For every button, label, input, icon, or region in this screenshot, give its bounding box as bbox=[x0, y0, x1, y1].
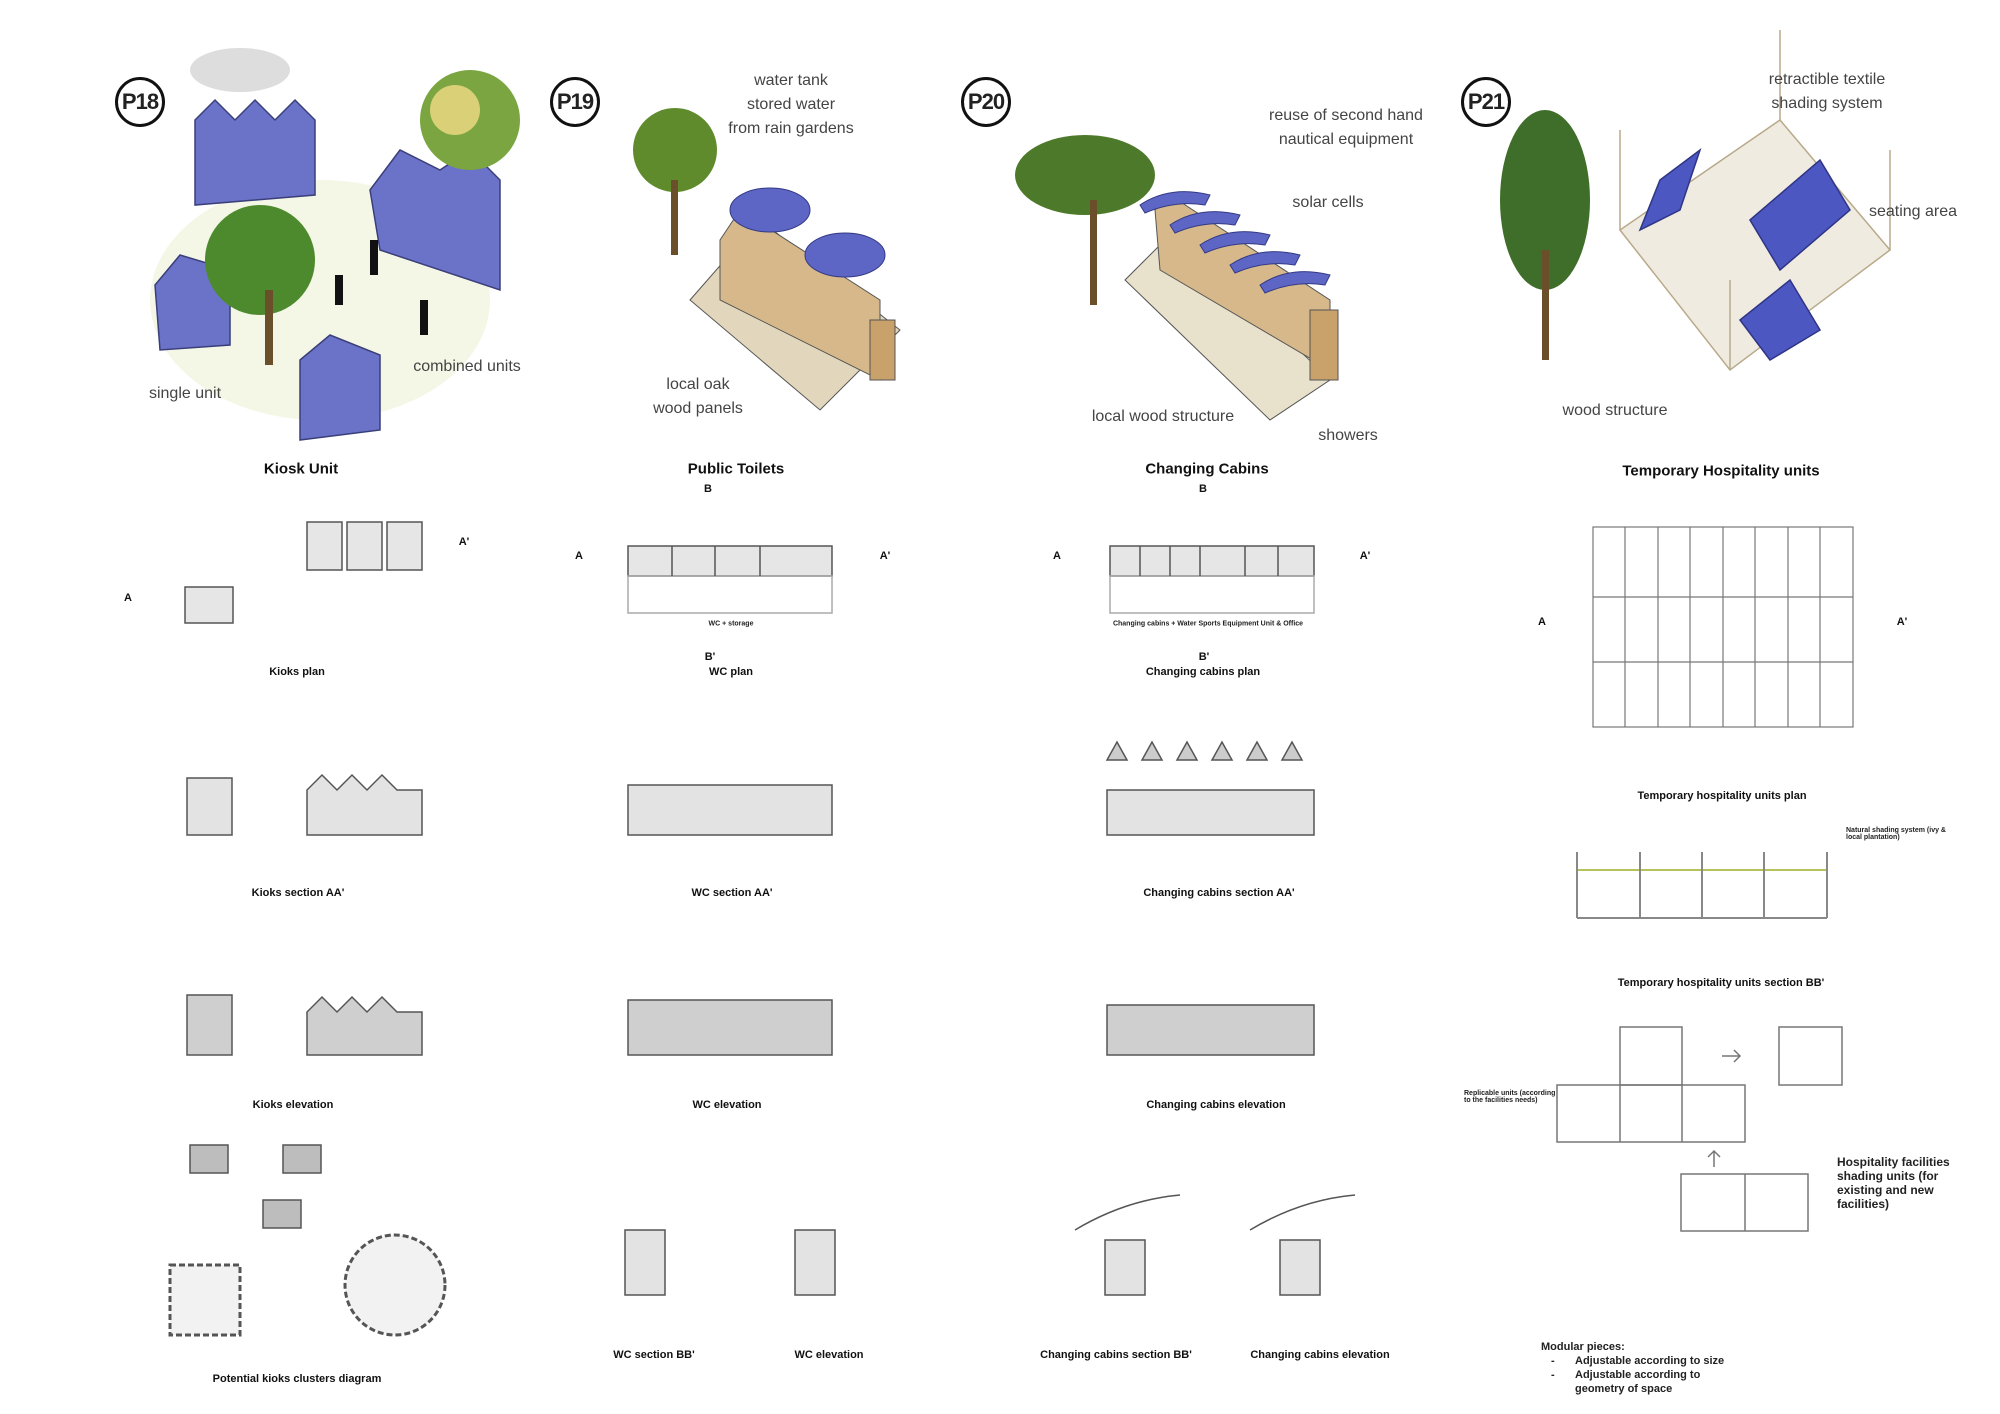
label-single-unit: single unit bbox=[148, 385, 222, 402]
cabins-axis-a-prime: A' bbox=[1359, 550, 1371, 562]
wc-plan bbox=[627, 545, 833, 614]
bb-sections bbox=[624, 1194, 1356, 1296]
caption-wc-section-bb: WC section BB' bbox=[613, 1349, 695, 1361]
wc-plan-note: WC + storage bbox=[708, 620, 754, 628]
cabins-plan bbox=[1109, 545, 1315, 614]
title-hospitality: Temporary Hospitality units bbox=[1622, 462, 1820, 480]
caption-wc-plan: WC plan bbox=[709, 666, 753, 678]
wc-axis-a: A bbox=[575, 550, 583, 562]
title-kiosk: Kiosk Unit bbox=[263, 460, 339, 478]
cabins-axis-a: A bbox=[1053, 550, 1061, 562]
kiosk-plan bbox=[184, 521, 423, 624]
cabins-plan-note: Changing cabins + Water Sports Equipment… bbox=[1112, 620, 1304, 628]
caption-kiosk-elevation: Kioks elevation bbox=[252, 1099, 334, 1111]
caption-wc-section: WC section AA' bbox=[691, 887, 773, 899]
panel-badge-p19: P19 bbox=[550, 77, 600, 127]
caption-wc-elevation: WC elevation bbox=[692, 1099, 762, 1111]
label-showers: showers bbox=[1318, 427, 1378, 444]
label-combined-units: combined units bbox=[413, 358, 521, 375]
label-nautical: reuse of second hand nautical equipment bbox=[1269, 107, 1423, 148]
caption-kiosk-section: Kioks section AA' bbox=[251, 887, 345, 899]
caption-cabins-elevation: Changing cabins elevation bbox=[1146, 1099, 1286, 1111]
cabins-axis-b: B bbox=[1199, 483, 1207, 495]
sections-aa bbox=[186, 740, 1315, 836]
modular-title: Modular pieces: bbox=[1541, 1341, 1625, 1353]
caption-cabins-plan: Changing cabins plan bbox=[1145, 666, 1261, 678]
cabins-axis-b-prime: B' bbox=[1198, 651, 1210, 663]
title-cabins: Changing Cabins bbox=[1145, 460, 1269, 478]
wc-axis-b: B bbox=[704, 483, 712, 495]
modular-pieces-list: Modular pieces: -Adjustable according to… bbox=[1541, 1340, 1801, 1396]
label-wood-structure: wood structure bbox=[1562, 402, 1668, 419]
p20-axonometric bbox=[1015, 135, 1339, 421]
caption-hosp-plan: Temporary hospitality units plan bbox=[1637, 790, 1807, 802]
kiosk-clusters bbox=[168, 1144, 447, 1337]
modular-units bbox=[1556, 1026, 1843, 1232]
caption-cabins-section-bb: Changing cabins section BB' bbox=[1040, 1349, 1192, 1361]
hospitality-plan bbox=[1592, 526, 1854, 728]
shading-units-note: Hospitality facilities shading units (fo… bbox=[1837, 1155, 1950, 1211]
p18-axonometric bbox=[150, 48, 520, 441]
kiosk-axis-a-prime: A' bbox=[458, 536, 470, 548]
caption-kiosk-plan: Kioks plan bbox=[269, 666, 325, 678]
panel-badge-p20: P20 bbox=[961, 77, 1011, 127]
hosp-section-note: Natural shading system (ivy & local plan… bbox=[1846, 827, 1946, 841]
caption-hosp-section: Temporary hospitality units section BB' bbox=[1617, 977, 1825, 989]
modular-item: -Adjustable according to size bbox=[1551, 1355, 1725, 1367]
elevations bbox=[186, 994, 1315, 1056]
title-toilets: Public Toilets bbox=[687, 460, 785, 478]
caption-kiosk-clusters: Potential kioks clusters diagram bbox=[212, 1373, 382, 1385]
kiosk-axis-a: A bbox=[124, 592, 132, 604]
caption-cabins-section: Changing cabins section AA' bbox=[1143, 887, 1295, 899]
replicable-note: Replicable units (according to the facil… bbox=[1464, 1090, 1556, 1104]
label-seating-area: seating area bbox=[1868, 203, 1958, 220]
label-solar-cells: solar cells bbox=[1292, 194, 1364, 211]
p21-axonometric bbox=[1500, 30, 1892, 372]
wc-axis-a-prime: A' bbox=[879, 550, 891, 562]
hosp-axis-a-prime: A' bbox=[1896, 616, 1908, 628]
label-local-wood: local wood structure bbox=[1091, 408, 1235, 425]
label-oak-panels: local oak wood panels bbox=[653, 376, 743, 417]
modular-item: -Adjustable according to geometry of spa… bbox=[1551, 1369, 1701, 1395]
hospitality-section bbox=[1576, 852, 1828, 919]
label-textile-shading: retractible textile shading system bbox=[1768, 71, 1886, 112]
label-water-tank: water tank stored water from rain garden… bbox=[728, 72, 854, 137]
wc-axis-b-prime: B' bbox=[704, 651, 716, 663]
hosp-axis-a: A bbox=[1538, 616, 1546, 628]
panel-badge-p21: P21 bbox=[1461, 77, 1511, 127]
p19-axonometric bbox=[633, 108, 901, 411]
caption-wc-elevation-2: WC elevation bbox=[794, 1349, 864, 1361]
caption-cabins-elevation-2: Changing cabins elevation bbox=[1250, 1349, 1390, 1361]
panel-badge-p18: P18 bbox=[115, 77, 165, 127]
